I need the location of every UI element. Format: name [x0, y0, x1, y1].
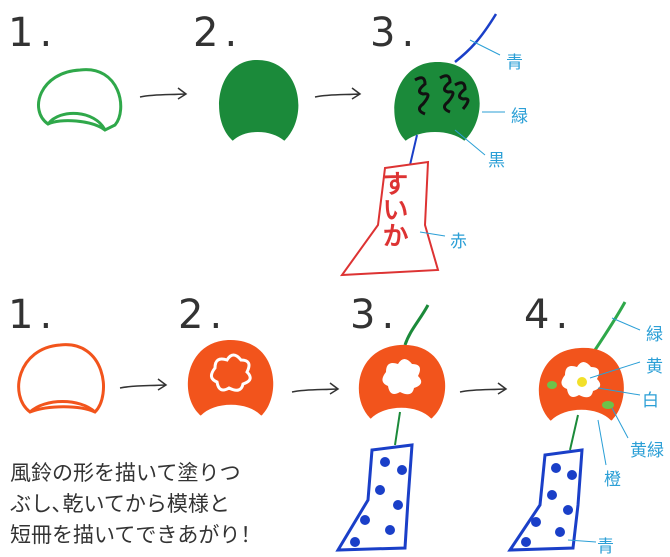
label-yellowgreen-row2: 黄緑 — [630, 441, 664, 461]
leader-blue-1 — [469, 39, 501, 56]
leader-white-2 — [597, 387, 641, 396]
row1-step-1: 1. — [8, 10, 59, 56]
arrow-5 — [459, 382, 508, 395]
row2-step1-outline — [17, 343, 105, 414]
label-orange-row2: 橙 — [604, 470, 621, 490]
row2-step2-filled — [187, 339, 274, 416]
row2-step-3: 3. — [350, 292, 401, 338]
label-blue-row1: 青 — [506, 53, 523, 73]
leader-black-1 — [454, 129, 486, 156]
row1-step1-outline — [37, 68, 123, 132]
label-green-row2: 緑 — [646, 325, 663, 345]
label-yellow-row2: 黄 — [646, 357, 663, 377]
instruction-caption: 風鈴の形を描いて塗りつ ぶし､乾いてから模様と 短冊を描いてできあがり！ — [10, 461, 262, 547]
tag-text-suika: すいか — [378, 170, 408, 248]
label-blue-row2: 青 — [597, 537, 614, 557]
row1-step2-filled — [219, 59, 299, 141]
row1-step-3: 3. — [370, 10, 421, 56]
arrow-1 — [139, 87, 188, 100]
leader-yellowgreen-2 — [611, 407, 629, 439]
label-red-row1: 赤 — [450, 232, 467, 252]
leader-orange-2 — [597, 419, 607, 466]
arrow-2 — [314, 87, 362, 100]
leader-green-2 — [611, 317, 641, 331]
leader-yellow-2 — [589, 361, 641, 379]
arrow-3 — [119, 378, 168, 391]
leader-blue-2 — [567, 539, 597, 543]
row2-step-2: 2. — [178, 292, 229, 338]
label-black-row1: 黒 — [488, 151, 505, 171]
arrow-4 — [291, 382, 340, 395]
row2-step3 — [335, 304, 446, 552]
row1-step-2: 2. — [193, 10, 244, 56]
leader-red-1 — [419, 231, 446, 237]
label-green-row1: 緑 — [511, 107, 528, 127]
row1-step3-watermelon — [339, 13, 498, 277]
label-white-row2: 白 — [642, 391, 659, 411]
row2-step4-finished — [507, 301, 627, 552]
row2-step-4: 4. — [524, 292, 575, 338]
row2-step-1: 1. — [8, 292, 59, 338]
